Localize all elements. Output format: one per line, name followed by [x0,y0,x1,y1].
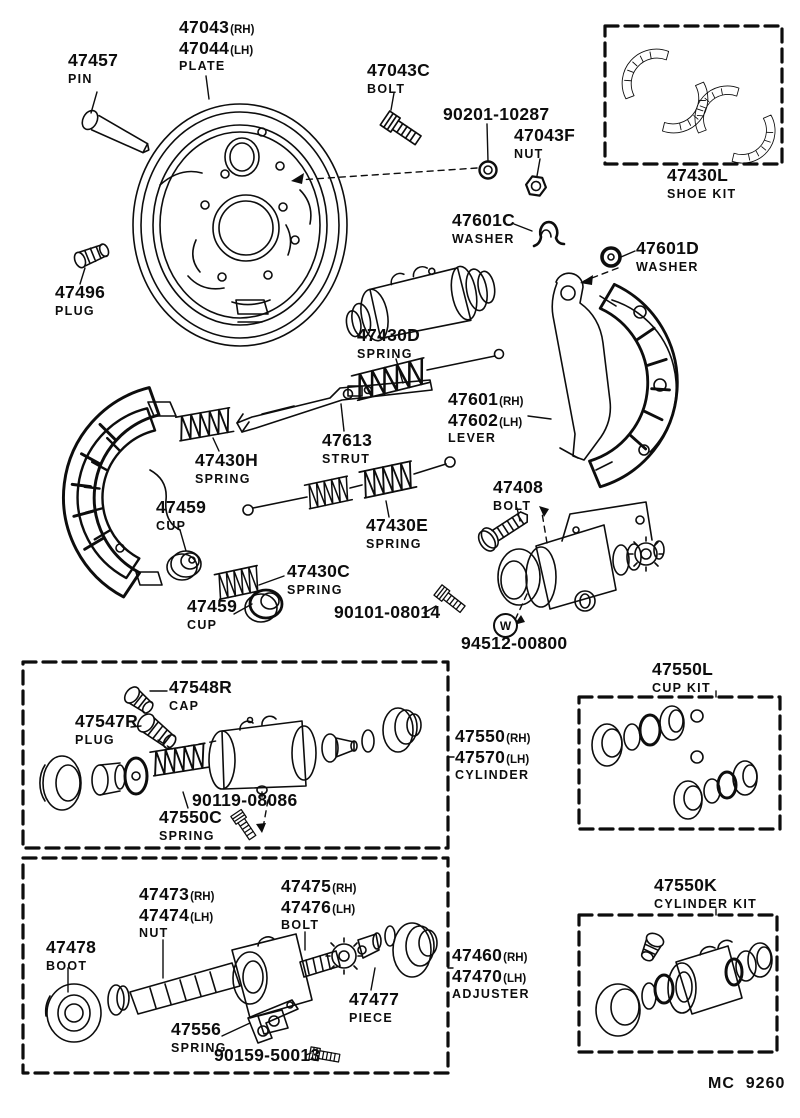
part-label-47550l-cup-kit: 47550L CUP KIT [652,659,714,695]
part-label-47473-nut: 47473(RH) 47474(LH) NUT [139,884,215,940]
spring-47430h-drawing [174,406,235,442]
part-label-47601-lever: 47601(RH) 47602(LH) LEVER [448,389,524,445]
wheel-cylinder-main-drawing [345,265,496,342]
cap-47548r-drawing [123,686,154,714]
part-label-47430l-shoe-kit: 47430L SHOE KIT [667,165,737,201]
part-label-47550-cylinder: 47550(RH) 47570(LH) CYLINDER [455,726,531,782]
cup-47459-upper-drawing [166,550,202,581]
leader-lines [67,75,717,1056]
part-label-47430c-spring: 47430C SPRING [287,561,351,597]
clip-47601c-drawing [532,220,566,248]
lever-spring-47556-drawing [247,999,299,1044]
adjuster-end-boot-drawing [392,922,438,978]
washer-90201-drawing [478,160,498,180]
cup-kit-box [577,695,782,831]
part-label-47601c-washer: 47601C WASHER [452,210,516,246]
part-label-47475-bolt: 47475(RH) 47476(LH) BOLT [281,876,357,932]
cylinder-body-47550-drawing [208,707,422,795]
plug-47496-drawing [73,243,110,269]
part-label-47550c-spring: 47550C SPRING [159,807,223,843]
spring-47430e-drawing [242,456,456,516]
backing-plate-drawing [132,103,348,347]
washer-47601d-drawing [600,246,622,268]
part-label-47460-adjuster: 47460(RH) 47470(LH) ADJUSTER [452,945,530,1001]
bleeder-90119-drawing [230,808,259,842]
part-label-47430h-spring: 47430H SPRING [195,450,259,486]
adjuster-assembly-main-drawing [497,501,665,612]
part-label-47457-pin: 47457 PIN [68,50,119,86]
part-label-47478-boot: 47478 BOOT [46,937,97,973]
part-label-47043c-bolt: 47043C BOLT [367,60,431,96]
cylinder-boot-piston-left-drawing [39,755,149,811]
brake-shoe-right-drawing [586,282,686,494]
dashed-leaders [157,167,619,829]
cylinder-repair-box [21,660,450,850]
nut-47043f-drawing [524,175,548,197]
page-code: MC 9260 [708,1075,786,1092]
part-label-90101-08014: 90101-08014 [334,602,441,622]
part-label-47043-plate: 47043(RH) 47044(LH) PLATE [179,17,255,73]
part-label-47556-spring: 47556 SPRING [171,1019,227,1055]
shoe-kit-box [603,24,788,176]
part-label-90159-50013: 90159-50013 [214,1045,321,1065]
w-washer-symbol: W [493,613,518,638]
part-label-47408-bolt: 47408 BOLT [493,477,544,513]
part-label-47430d-spring: 47430D SPRING [357,325,421,361]
part-label-47459-cup-lower: 47459 CUP [187,596,238,632]
pin-47457-drawing [81,109,150,154]
part-label-90119-08086: 90119-08086 [192,790,298,810]
adjuster-bolt-47475-drawing [299,937,367,978]
part-label-47430e-spring: 47430E SPRING [366,515,429,551]
part-label-47459-cup-upper: 47459 CUP [156,497,207,533]
part-label-47548r-cap: 47548R CAP [169,677,233,713]
part-label-47043f-nut: 47043F NUT [514,125,576,161]
part-label-47601d-washer: 47601D WASHER [636,238,700,274]
part-label-94512-00800: 94512-00800 [461,633,568,653]
cylinder-kit-box [577,913,779,1054]
part-label-47477-piece: 47477 PIECE [349,989,400,1025]
part-label-90201-10287: 90201-10287 [443,104,550,124]
leader-arrowheads [256,173,593,833]
boot-47478-drawing [44,983,102,1043]
part-label-47496-plug: 47496 PLUG [55,282,106,318]
cup-47459-lower-drawing [244,588,284,623]
plug-47547r-drawing [136,713,177,749]
bolt-47408-drawing [477,511,529,552]
part-label-47613-strut: 47613 STRUT [322,430,373,466]
strut-47613-drawing [236,379,433,433]
part-label-47547r-plug: 47547R PLUG [75,711,139,747]
part-label-47550k-cylinder-kit: 47550K CYLINDER KIT [654,875,758,911]
lever-47601-drawing [551,272,612,461]
bolt-47043c-drawing [379,110,424,149]
adjuster-kit-box [21,856,450,1075]
adjuster-screw-47473-drawing [107,933,313,1035]
brake-shoe-left-drawing [49,377,181,600]
